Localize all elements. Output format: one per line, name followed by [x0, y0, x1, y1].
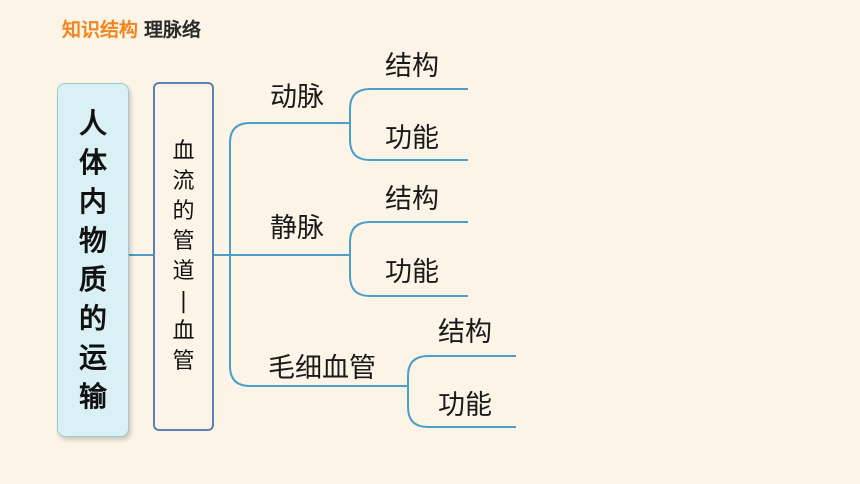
root-char: 体 — [78, 146, 107, 179]
connector-leaves-2 — [349, 221, 371, 297]
root-char: 人 — [78, 107, 107, 140]
sub-char: 流 — [172, 168, 195, 194]
sub-char: | — [179, 288, 188, 314]
root-char: 输 — [78, 380, 107, 413]
branch-label-artery: 动脉 — [270, 82, 324, 113]
sub-char: 管 — [172, 228, 195, 254]
leaf-label-capillary-structure: 结构 — [438, 317, 492, 348]
sub-node: 血 流 的 管 道 | 血 管 — [153, 82, 214, 431]
leaf-label-vein-function: 功能 — [385, 257, 439, 288]
sub-char: 管 — [172, 348, 195, 374]
sub-char: 血 — [172, 318, 195, 344]
connector-leaves-1 — [349, 88, 371, 161]
header-subtitle: 理脉络 — [144, 19, 202, 41]
root-node: 人 体 内 物 质 的 运 输 — [57, 83, 129, 437]
root-char: 质 — [78, 263, 107, 296]
sub-char: 血 — [172, 138, 195, 164]
header-title: 知识结构 — [62, 19, 139, 41]
sub-char: 的 — [172, 198, 195, 224]
root-char: 内 — [78, 185, 107, 218]
header: 知识结构理脉络 — [62, 15, 201, 42]
leaf-label-artery-structure: 结构 — [385, 51, 439, 82]
root-char: 物 — [78, 224, 107, 257]
leaf-label-capillary-function: 功能 — [438, 390, 492, 421]
branch-label-capillary: 毛细血管 — [268, 353, 376, 384]
leaf-label-artery-function: 功能 — [385, 123, 439, 154]
leaf-label-vein-structure: 结构 — [385, 184, 439, 215]
connector-leaves-3 — [407, 355, 429, 428]
root-char: 的 — [78, 302, 107, 335]
sub-char: 道 — [172, 258, 195, 284]
root-char: 运 — [78, 341, 107, 374]
branch-label-vein: 静脉 — [270, 213, 324, 244]
